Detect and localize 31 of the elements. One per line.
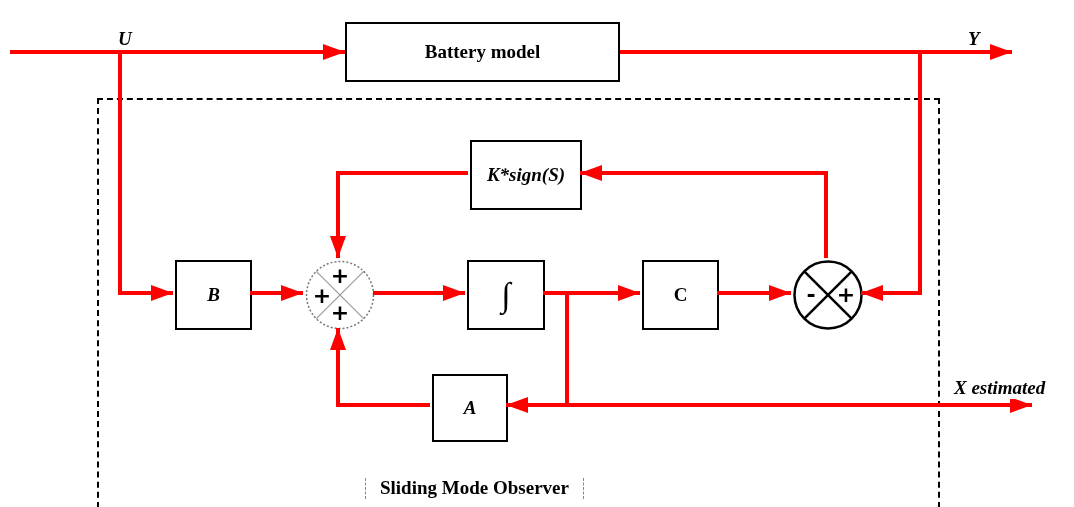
signal-arrow — [118, 52, 173, 301]
dashed-region — [97, 98, 940, 507]
block-box — [467, 260, 545, 330]
comparator-junction — [793, 260, 863, 330]
block-box — [470, 140, 582, 210]
sign-label: - — [806, 284, 816, 306]
signal-arrow — [717, 285, 791, 301]
signal-arrow — [10, 44, 345, 60]
signal-arrow — [861, 52, 922, 301]
summing-junction — [305, 260, 375, 330]
block-label: B — [207, 284, 220, 306]
block-box — [345, 22, 620, 82]
sign-label: + — [312, 285, 332, 307]
signal-arrow — [373, 285, 465, 301]
block-box — [432, 374, 508, 442]
block-box — [175, 260, 252, 330]
block-label: ∫ — [501, 276, 511, 314]
signal-arrow — [330, 171, 468, 258]
sign-label: + — [330, 302, 350, 324]
block-label: C — [673, 284, 688, 306]
block-label: Battery model — [424, 41, 541, 63]
signal-arrow — [620, 44, 1012, 60]
region-title: Sliding Mode Observer — [365, 478, 584, 499]
signal-arrow — [580, 165, 828, 258]
block-label: A — [463, 397, 477, 419]
block-label: K*sign(S) — [486, 164, 566, 186]
block-box — [642, 260, 719, 330]
sign-label: + — [836, 284, 856, 306]
signal-arrow — [330, 328, 430, 407]
sign-label: + — [330, 265, 350, 287]
signal-arrow — [250, 285, 303, 301]
